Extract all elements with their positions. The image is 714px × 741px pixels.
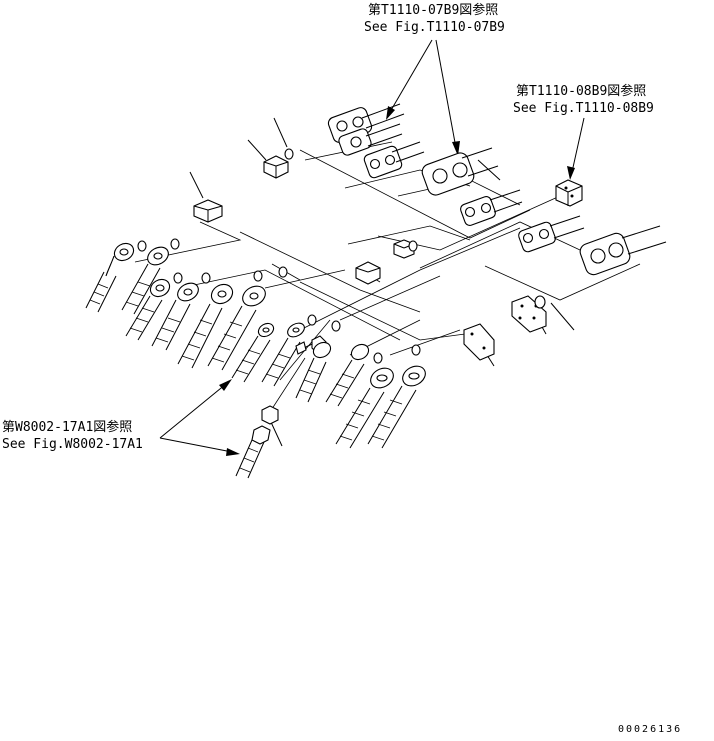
ref-right-line2: See Fig.T1110-08B9	[513, 101, 654, 116]
upper-flange-group	[193, 103, 667, 361]
hose-straight	[235, 405, 279, 479]
ref-top-line2: See Fig.T1110-07B9	[364, 20, 505, 35]
hose-10	[325, 343, 370, 407]
hose-9	[295, 341, 332, 403]
hose-7	[231, 322, 275, 383]
split-flange-4	[421, 147, 501, 196]
ref-label-top: 第T1110-07B9図参照 See Fig.T1110-07B9	[364, 2, 505, 35]
reference-arrows	[159, 39, 585, 456]
split-flange-5	[460, 189, 523, 226]
hose-2	[121, 246, 169, 315]
blind-plate-4	[355, 261, 381, 285]
split-flange-3	[363, 141, 425, 179]
o-rings	[137, 148, 546, 364]
drawing-number: 00026136	[618, 724, 682, 735]
split-flange-2	[338, 123, 403, 156]
ref-left-line1: 第W8002-17A1図参照	[2, 419, 132, 435]
ref-label-right: 第T1110-08B9図参照 See Fig.T1110-08B9	[513, 83, 654, 116]
split-flange-6	[518, 215, 585, 253]
blind-plate-2	[193, 199, 223, 223]
hose-12	[367, 365, 426, 449]
ref-label-left: 第W8002-17A1図参照 See Fig.W8002-17A1	[2, 419, 143, 452]
hose-1	[85, 242, 135, 313]
ref-left-line2: See Fig.W8002-17A1	[2, 437, 143, 452]
ref-top-line1: 第T1110-07B9図参照	[368, 2, 498, 18]
hose-assemblies	[85, 242, 426, 479]
hose-6	[207, 285, 266, 371]
hose-3	[125, 278, 171, 341]
assembly-guide-lines	[134, 141, 641, 416]
blind-plate-1	[263, 155, 289, 179]
hose-5	[177, 283, 234, 369]
hose-8	[261, 322, 305, 387]
hose-4	[151, 282, 199, 351]
block-right	[555, 179, 583, 207]
ref-right-line1: 第T1110-08B9図参照	[516, 83, 646, 99]
cover-plate-lower	[463, 323, 495, 361]
hose-11	[335, 367, 394, 449]
split-flange-7	[579, 225, 667, 276]
